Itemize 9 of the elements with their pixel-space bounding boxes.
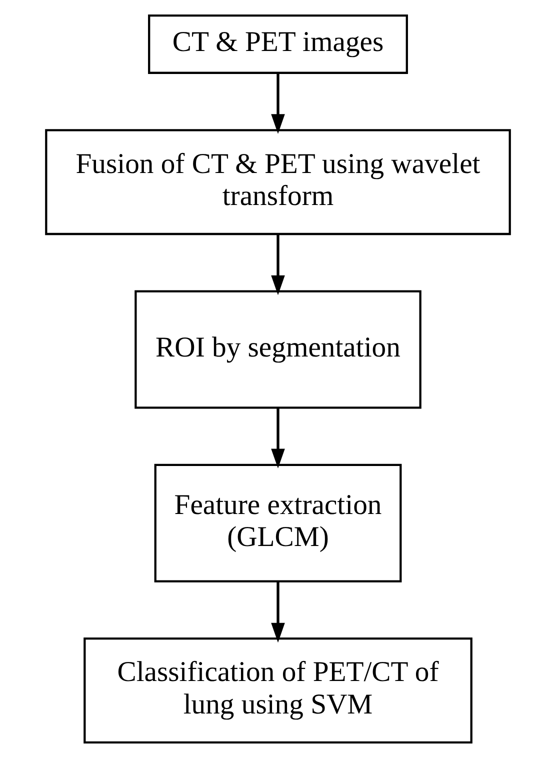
node-box: Classification of PET/CT of lung using SVM [84, 638, 472, 744]
arrow [271, 582, 285, 643]
node-box: CT & PET images [148, 14, 408, 74]
arrow [271, 73, 285, 134]
node-box: ROI by segmentation [134, 290, 422, 409]
node-box: Feature extraction (GLCM) [154, 464, 402, 582]
arrow [271, 408, 285, 468]
arrow [271, 234, 285, 296]
node-box: Fusion of CT & PET using wavelet transform [45, 129, 511, 236]
